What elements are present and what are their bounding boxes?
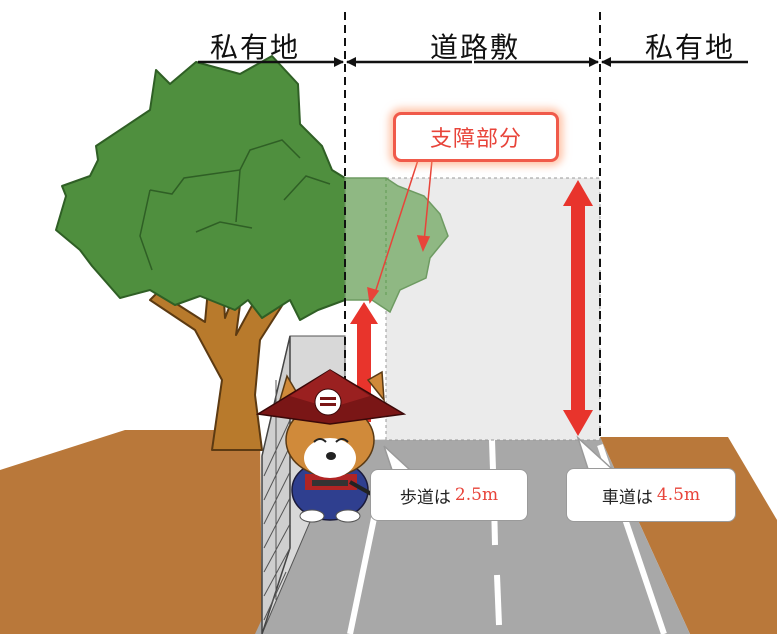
clearance-envelope <box>385 177 601 441</box>
obstruction-pointers <box>367 159 433 304</box>
sidewalk-clearance-value: 2.5m <box>454 485 499 505</box>
private-land-right-label: 私有地 <box>645 31 736 64</box>
tree-canopy <box>55 55 449 321</box>
obstruction-label: 支障部分 <box>429 127 522 152</box>
roadway-clearance-prefix: 車道は <box>601 487 653 508</box>
road-area-label: 道路敷 <box>430 31 521 64</box>
sidewalk-clearance-prefix: 歩道は <box>399 487 451 508</box>
ground-left <box>0 430 262 634</box>
mascot-character <box>255 369 407 523</box>
obstruction-callout: 支障部分 <box>393 112 559 162</box>
private-land-left-label: 私有地 <box>210 31 301 64</box>
roadway-clearance-arrow <box>563 180 593 436</box>
roadway-clearance-value: 4.5m <box>656 485 701 505</box>
